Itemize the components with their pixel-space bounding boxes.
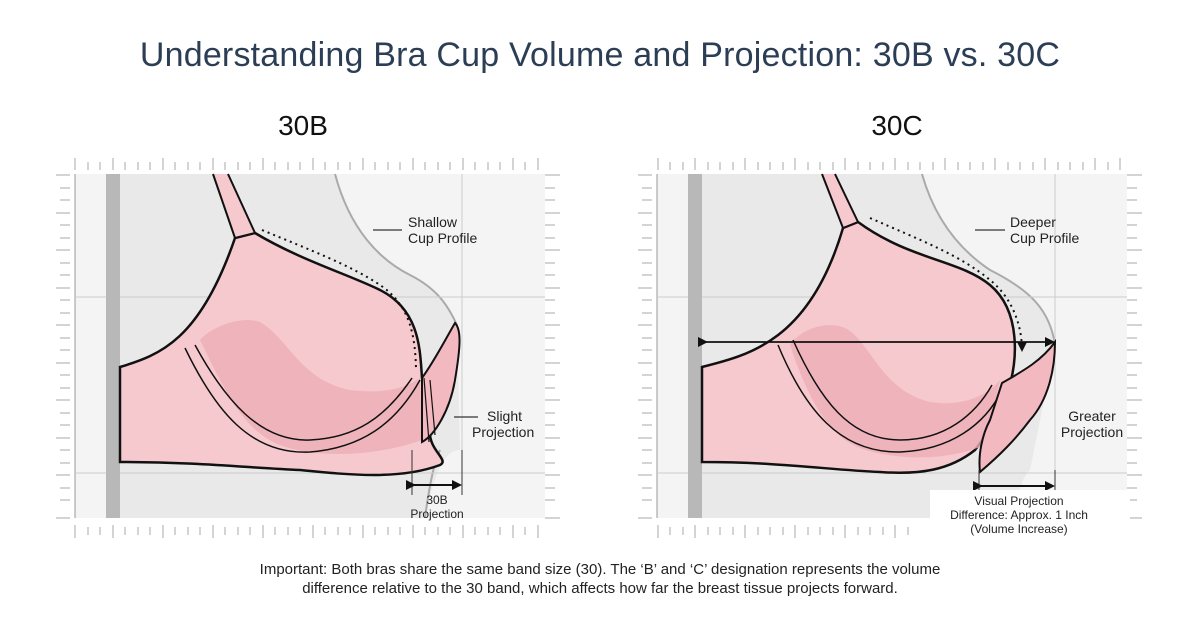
important-note: Important: Both bras share the same band… (0, 560, 1200, 598)
underwire (777, 344, 1003, 453)
panel-heading-30c: 30C (871, 110, 923, 141)
ruler-left (56, 174, 70, 519)
ruler-top (74, 158, 539, 170)
cup-tip (978, 338, 1057, 474)
profile-dotted-curve (869, 217, 1027, 352)
ruler-bottom (657, 525, 909, 538)
projection-label-line2: Projection (1061, 424, 1123, 440)
wall-bar (688, 174, 702, 518)
bra-strap (212, 173, 257, 240)
underwire (184, 347, 421, 453)
ruler-right (1127, 174, 1142, 519)
measure-label-line2: Projection (410, 507, 463, 521)
profile-label-line1: Shallow (408, 214, 458, 230)
note-line-2: difference relative to the 30 band, whic… (302, 580, 898, 597)
note-line-1: Important: Both bras share the same band… (259, 561, 941, 578)
projection-label-line1: Slight (487, 408, 522, 424)
diagram-title: Understanding Bra Cup Volume and Project… (139, 36, 1061, 74)
panel-heading-30b: 30B (278, 110, 328, 141)
cup-tip (421, 321, 461, 444)
ruler-right (545, 174, 560, 519)
profile-label-line2: Cup Profile (408, 230, 477, 246)
profile-dotted-curve (261, 229, 417, 369)
measure-label-line1: Visual Projection (974, 494, 1063, 508)
profile-label-line1: Deeper (1010, 214, 1056, 230)
measure-label-line2: Difference: Approx. 1 Inch (950, 508, 1088, 522)
measure-label-line3: (Volume Increase) (970, 522, 1067, 536)
diagram-30b: Shallow Cup Profile Slight Projection 30… (56, 158, 560, 538)
wall-bar (106, 174, 120, 518)
ruler-top (657, 158, 1121, 170)
bra-strap (821, 173, 860, 230)
profile-label-line2: Cup Profile (1010, 230, 1079, 246)
projection-label-line2: Projection (472, 424, 534, 440)
measure-label-line1: 30B (426, 493, 447, 507)
ruler-bottom (74, 525, 539, 538)
ruler-left (638, 174, 652, 519)
diagram-30c: Deeper Cup Profile Greater Projection Vi… (638, 158, 1142, 538)
projection-label-line1: Greater (1068, 408, 1116, 424)
